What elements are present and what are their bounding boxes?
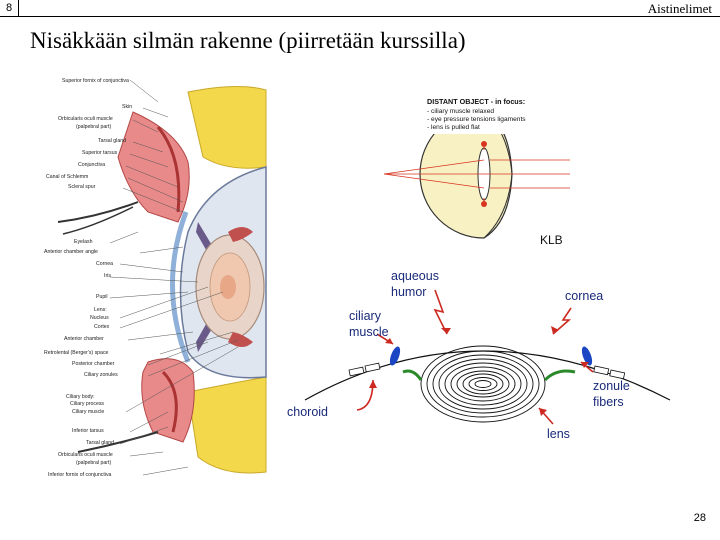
- label-lens: lens: [547, 427, 570, 441]
- label-cornea-right: cornea: [565, 289, 603, 303]
- header-divider: [18, 16, 720, 17]
- label-ciliary-zonules: Ciliary zonules: [84, 372, 118, 378]
- label-tarsal-gland-upper: Tarsal gland: [98, 138, 126, 144]
- focus-bullet-1: - ciliary muscle relaxed: [427, 108, 494, 115]
- label-eyelash: Eyelash: [74, 239, 93, 245]
- label-choroid: choroid: [287, 405, 328, 419]
- eye-cross-section-labels: Superior fornix of conjunctiva Skin Orbi…: [44, 78, 132, 478]
- focus-heading: DISTANT OBJECT - in focus:: [427, 97, 525, 106]
- label-inferior-fornix: Inferior fornix of conjunctiva: [48, 472, 112, 478]
- distant-object-focus-figure: DISTANT OBJECT - in focus: - ciliary mus…: [380, 92, 580, 252]
- label-posterior-chamber: Posterior chamber: [72, 361, 115, 367]
- label-muscle: muscle: [349, 325, 389, 339]
- page-number: 28: [693, 512, 706, 524]
- label-fibers: fibers: [593, 395, 624, 409]
- page-title: Nisäkkään silmän rakenne (piirretään kur…: [30, 28, 466, 53]
- label-anterior-chamber-angle: Anterior chamber angle: [44, 249, 98, 255]
- label-retrolental-space: Retrolental (Berger's) space: [44, 350, 109, 356]
- label-superior-fornix: Superior fornix of conjunctiva: [62, 78, 129, 84]
- label-superior-tarsus: Superior tarsus: [82, 150, 118, 156]
- label-palpebral-upper: (palpebral part): [76, 124, 111, 130]
- label-ciliary-body: Ciliary body:: [66, 394, 95, 400]
- label-inferior-tarsus: Inferior tarsus: [72, 428, 104, 434]
- label-iris: Iris: [104, 273, 111, 279]
- header-topic: Aistinelimet: [647, 1, 712, 16]
- label-pupil: Pupil: [96, 294, 108, 300]
- label-cortex: Cortex: [94, 324, 110, 330]
- label-nucleus: Nucleus: [90, 315, 109, 321]
- label-ciliary-process: Ciliary process: [70, 401, 104, 407]
- figure-credit: KLB: [540, 233, 563, 247]
- label-orbicularis-upper: Orbicularis oculi muscle: [58, 116, 113, 122]
- label-conjunctiva: Conjunctiva: [78, 162, 105, 168]
- eye-cross-section-figure: [38, 72, 268, 482]
- focus-bullet-3: - lens is pulled flat: [427, 124, 480, 131]
- label-ciliary-muscle: Ciliary muscle: [72, 409, 104, 415]
- label-humor: humor: [391, 285, 426, 299]
- label-ciliary: ciliary: [349, 309, 382, 323]
- label-palpebral-lower: (palpebral part): [76, 460, 111, 466]
- label-cornea-left: Cornea: [96, 261, 113, 267]
- label-anterior-chamber: Anterior chamber: [64, 336, 104, 342]
- slide-number: 8: [0, 0, 19, 17]
- label-aqueous: aqueous: [391, 269, 439, 283]
- label-orbicularis-lower: Orbicularis oculi muscle: [58, 452, 113, 458]
- label-skin: Skin: [122, 104, 132, 110]
- label-scleral-spur: Scleral spur: [68, 184, 96, 190]
- label-lens-heading: Lens:: [94, 307, 107, 313]
- label-canal-of-schlemm: Canal of Schlemm: [46, 174, 88, 180]
- lens-zonule-figure: aqueous humor cornea ciliary muscle zonu…: [285, 262, 680, 442]
- label-zonule: zonule: [593, 379, 630, 393]
- focus-bullet-2: - eye pressure tensions ligaments: [427, 116, 526, 123]
- label-tarsal-gland-lower: Tarsal gland: [86, 440, 114, 446]
